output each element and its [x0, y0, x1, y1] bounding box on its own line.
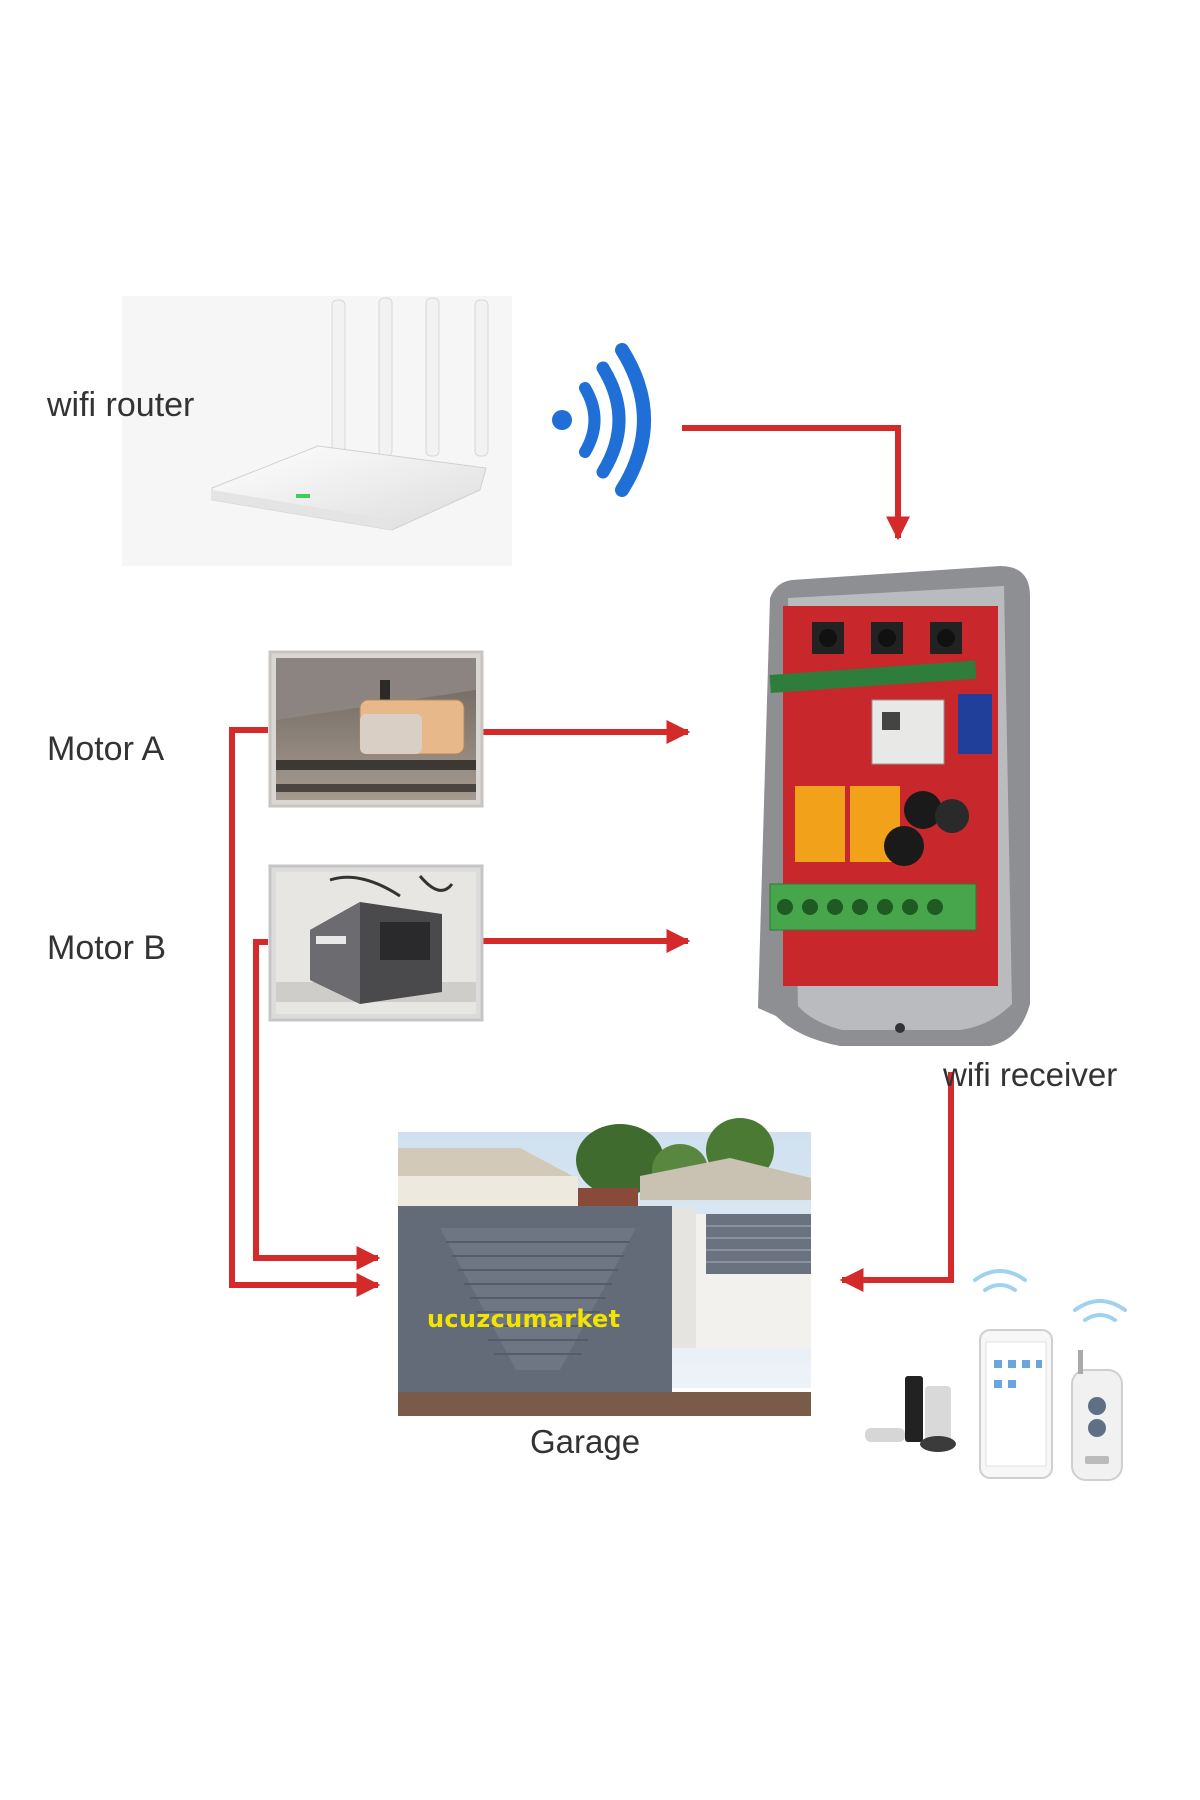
router-antenna [332, 300, 345, 452]
receiver-capacitor [884, 826, 924, 866]
garage-image [398, 1118, 811, 1416]
router-antenna [426, 298, 439, 456]
router-led [296, 494, 310, 498]
watermark-text: ucuzcumarket [427, 1305, 620, 1333]
wifi-signal-icon [552, 350, 644, 490]
arrow-receiver-to-garage [842, 1072, 951, 1280]
receiver-terminal-block [770, 884, 976, 930]
motor-a-image [270, 652, 482, 806]
arrow-router-to-receiver [682, 428, 898, 538]
receiver-mount-hole [895, 1023, 905, 1033]
wifi-router-label: wifi router [47, 388, 194, 422]
garage-label: Garage [530, 1425, 640, 1458]
smart-speaker [865, 1428, 905, 1442]
receiver-capacitor [935, 799, 969, 833]
motor-a-label: Motor A [47, 732, 164, 766]
wifi-receiver-label: wifi receiver [943, 1058, 1117, 1091]
receiver-buttons [812, 622, 962, 654]
receiver-wifi-module [872, 700, 944, 764]
smart-speaker [920, 1436, 956, 1452]
router-antenna [379, 298, 392, 456]
router-image [122, 296, 512, 566]
smart-speaker [905, 1376, 923, 1442]
wifi-signal-icon [975, 1271, 1125, 1320]
receiver-image [758, 566, 1030, 1046]
smart-speaker [925, 1386, 951, 1444]
receiver-relay [795, 786, 845, 862]
router-antenna [475, 300, 488, 456]
motor-b-image [270, 866, 482, 1020]
smart-devices-image [865, 1271, 1125, 1480]
motor-b-label: Motor B [47, 931, 166, 965]
